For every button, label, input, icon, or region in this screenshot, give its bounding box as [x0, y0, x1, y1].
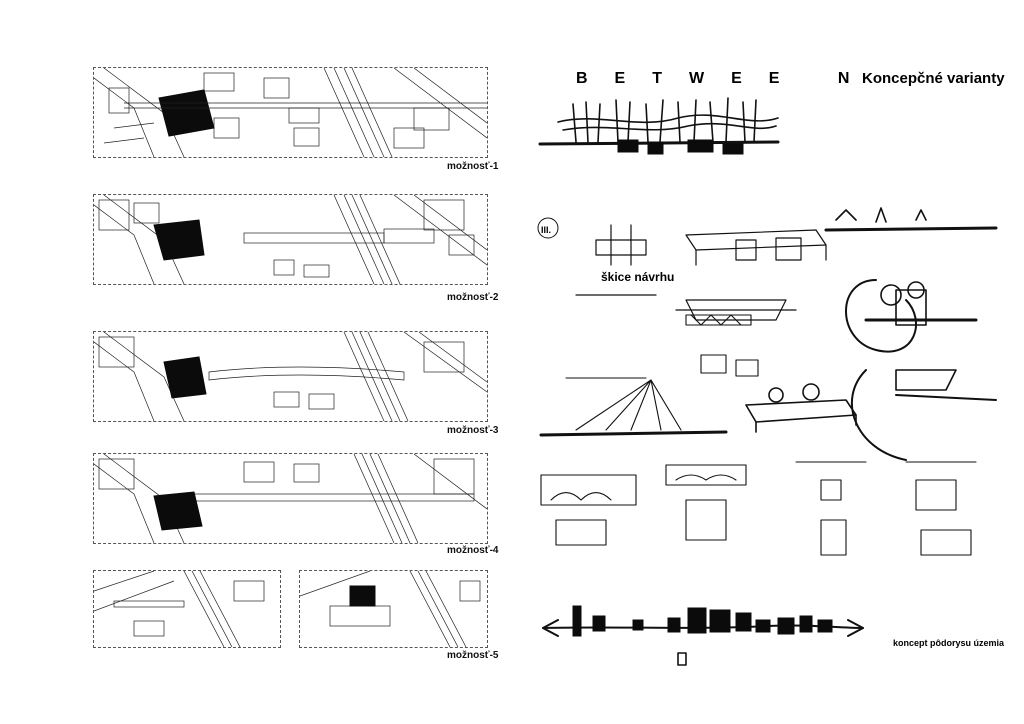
between-title: BETWEE N: [576, 70, 877, 87]
variant-2-drawing: [94, 195, 487, 284]
variant-4-panel: [93, 453, 488, 544]
variant-5a-drawing: [94, 571, 265, 647]
variant-3-panel: [93, 331, 488, 422]
variant-1-label: možnosť-1: [447, 161, 499, 172]
variant-5b-drawing: [300, 571, 481, 647]
variant-1-drawing: [94, 68, 487, 157]
section-mark: III.: [541, 225, 552, 235]
variant-5b-panel: [299, 570, 488, 648]
variant-2-panel: [93, 194, 488, 285]
between-brush-sketch: [538, 97, 780, 155]
variant-3-drawing: [94, 332, 487, 421]
variant-3-label: možnosť-3: [447, 425, 499, 436]
design-sketches: [537, 207, 998, 556]
variant-5-label: možnosť-5: [447, 650, 499, 661]
variant-4-label: možnosť-4: [447, 545, 499, 556]
variant-5a-panel: [93, 570, 281, 648]
variant-2-label: možnosť-2: [447, 292, 499, 303]
page-title: Koncepčné varianty: [862, 70, 1005, 87]
concept-plan-sketch: [542, 605, 864, 666]
concept-caption: koncept pôdorysu územia: [893, 638, 1005, 648]
variant-1-panel: [93, 67, 488, 158]
sketches-heading: škice návrhu: [601, 270, 675, 284]
variant-4-drawing: [94, 454, 487, 543]
